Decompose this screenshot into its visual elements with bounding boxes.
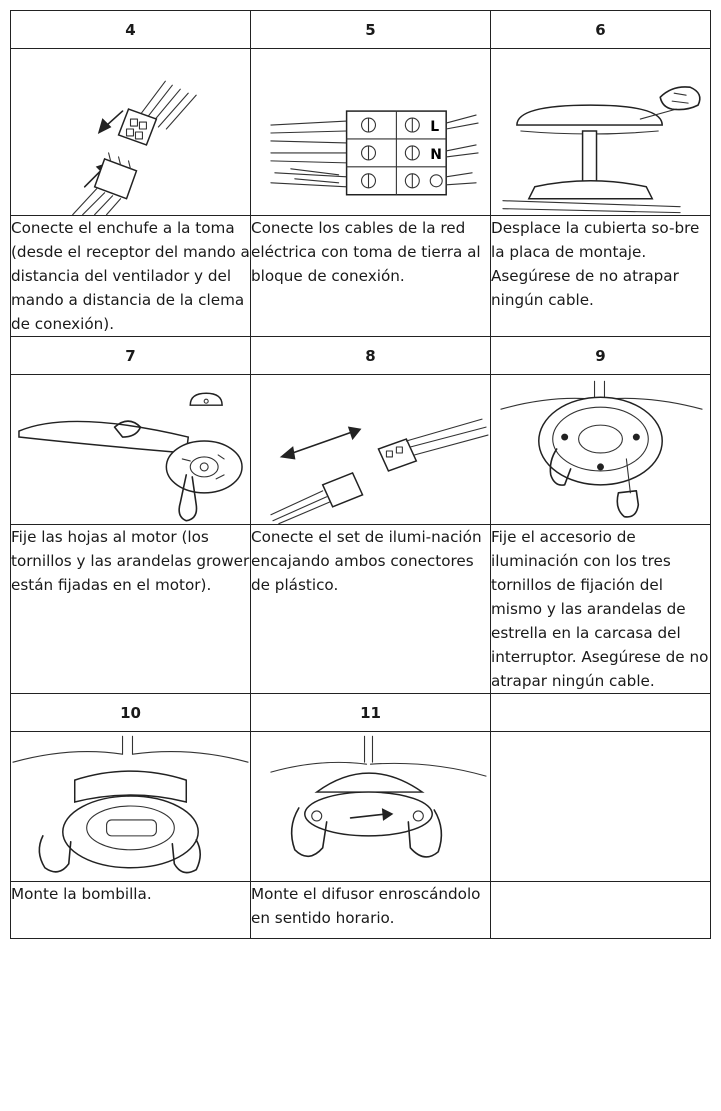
canopy-icon: [502, 86, 701, 214]
step-instruction: Conecte los cables de la red eléctrica c…: [250, 215, 491, 337]
step-instruction: Conecte el enchufe a la toma (desde el r…: [10, 215, 251, 337]
step-number: 6: [490, 10, 711, 49]
step-illustration: [490, 48, 711, 216]
plug-connector-icon: [72, 80, 197, 215]
step-illustration: [10, 374, 251, 525]
diffuser-icon: [270, 735, 487, 858]
step-instruction: Fije las hojas al motor (los tornillos y…: [10, 524, 251, 694]
terminal-block-icon: L N: [270, 110, 479, 196]
step-instruction: Fije el accesorio de iluminación con los…: [490, 524, 711, 694]
empty-cell: [490, 881, 711, 939]
light-bulb-icon: [12, 735, 249, 874]
step-instruction: Desplace la cubierta so-bre la placa de …: [490, 215, 711, 337]
terminal-label-n: N: [430, 147, 442, 163]
step-illustration: [10, 48, 251, 216]
terminal-label-l: L: [430, 119, 439, 135]
step-illustration: L N: [250, 48, 491, 216]
empty-cell: [490, 693, 711, 732]
step-number: 11: [250, 693, 491, 732]
step-number: 8: [250, 336, 491, 375]
step-illustration: [490, 374, 711, 525]
step-illustration: [10, 731, 251, 882]
assembly-steps-table: 4 5 6: [10, 10, 711, 939]
fan-blade-icon: [18, 392, 243, 522]
step-number: 9: [490, 336, 711, 375]
step-number: 10: [10, 693, 251, 732]
step-number: 4: [10, 10, 251, 49]
step-illustration: [250, 374, 491, 525]
step-instruction: Monte el difusor enroscándolo en sentido…: [250, 881, 491, 939]
connectors-icon: [270, 418, 489, 524]
step-number: 5: [250, 10, 491, 49]
step-number: 7: [10, 336, 251, 375]
step-instruction: Monte la bombilla.: [10, 881, 251, 939]
step-instruction: Conecte el set de ilumi-nación encajando…: [250, 524, 491, 694]
light-kit-icon: [500, 380, 703, 518]
empty-cell: [490, 731, 711, 882]
step-illustration: [250, 731, 491, 882]
